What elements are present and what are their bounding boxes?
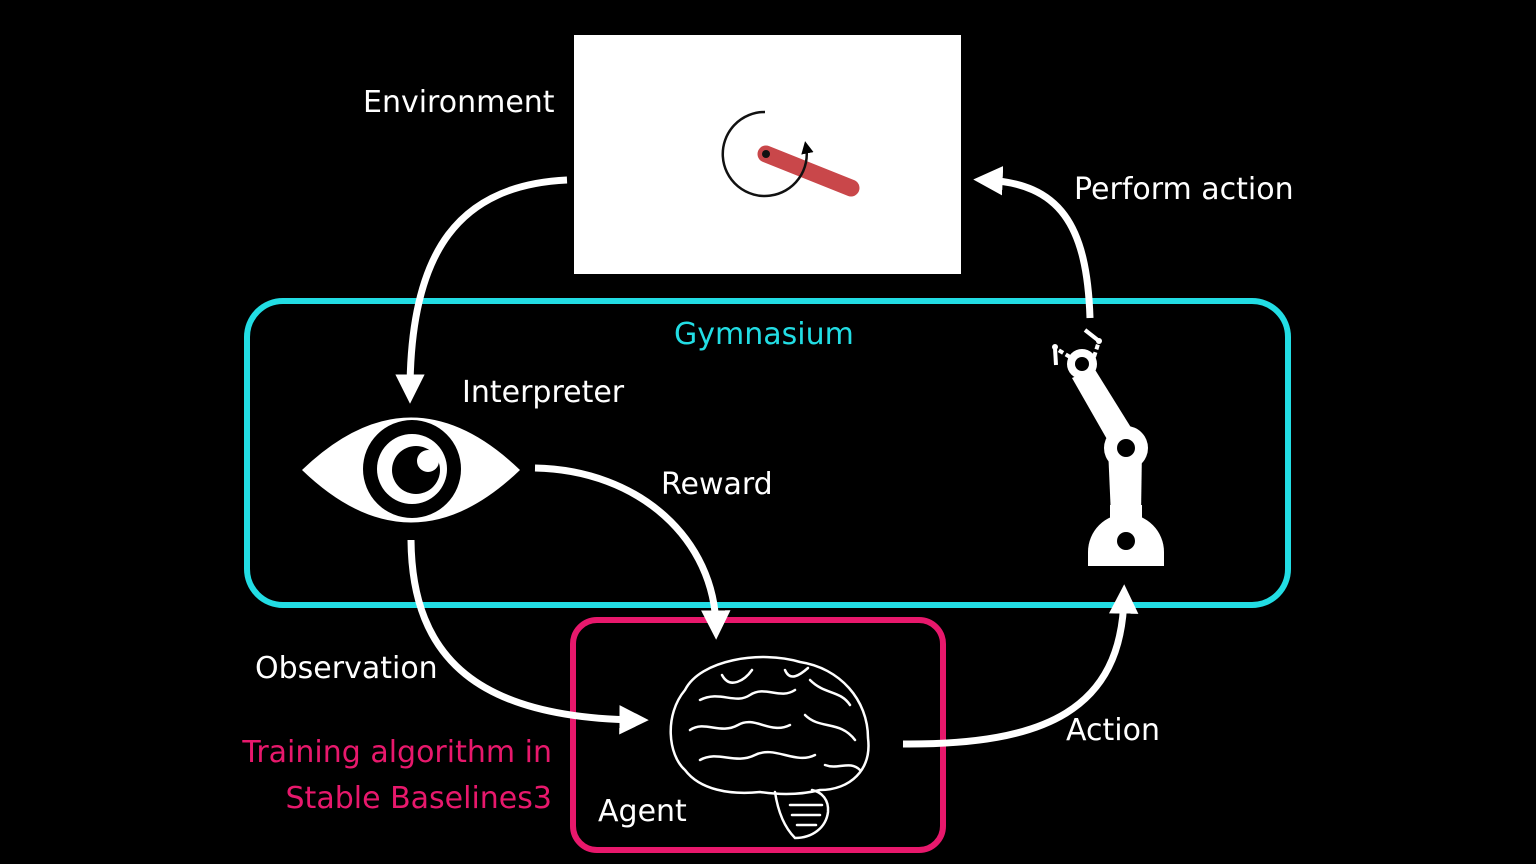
observation-arrow (407, 539, 649, 735)
robot-arm-icon (1052, 328, 1164, 566)
action-arrow (902, 584, 1139, 748)
training-algorithm-label-line1: Training algorithm in (241, 735, 552, 770)
observation-label: Observation (255, 651, 438, 686)
training-algorithm-label-line2: Stable Baselines3 (286, 781, 552, 816)
action-label: Action (1066, 713, 1160, 748)
environment-panel (574, 35, 961, 274)
environment-label: Environment (363, 85, 555, 120)
gymnasium-label: Gymnasium (674, 317, 854, 352)
interpreter-label: Interpreter (462, 375, 625, 410)
environment-to-interpreter-arrow (395, 176, 568, 404)
agent-label: Agent (598, 794, 687, 829)
gymnasium-box (244, 298, 1291, 608)
perform-action-arrow (973, 166, 1094, 319)
perform-action-label: Perform action (1074, 172, 1294, 207)
reward-arrow (534, 464, 731, 640)
brain-icon (669, 655, 870, 840)
eye-icon (302, 417, 520, 523)
reward-label: Reward (661, 467, 773, 502)
pendulum-icon (721, 110, 860, 198)
agent-box (570, 617, 946, 853)
